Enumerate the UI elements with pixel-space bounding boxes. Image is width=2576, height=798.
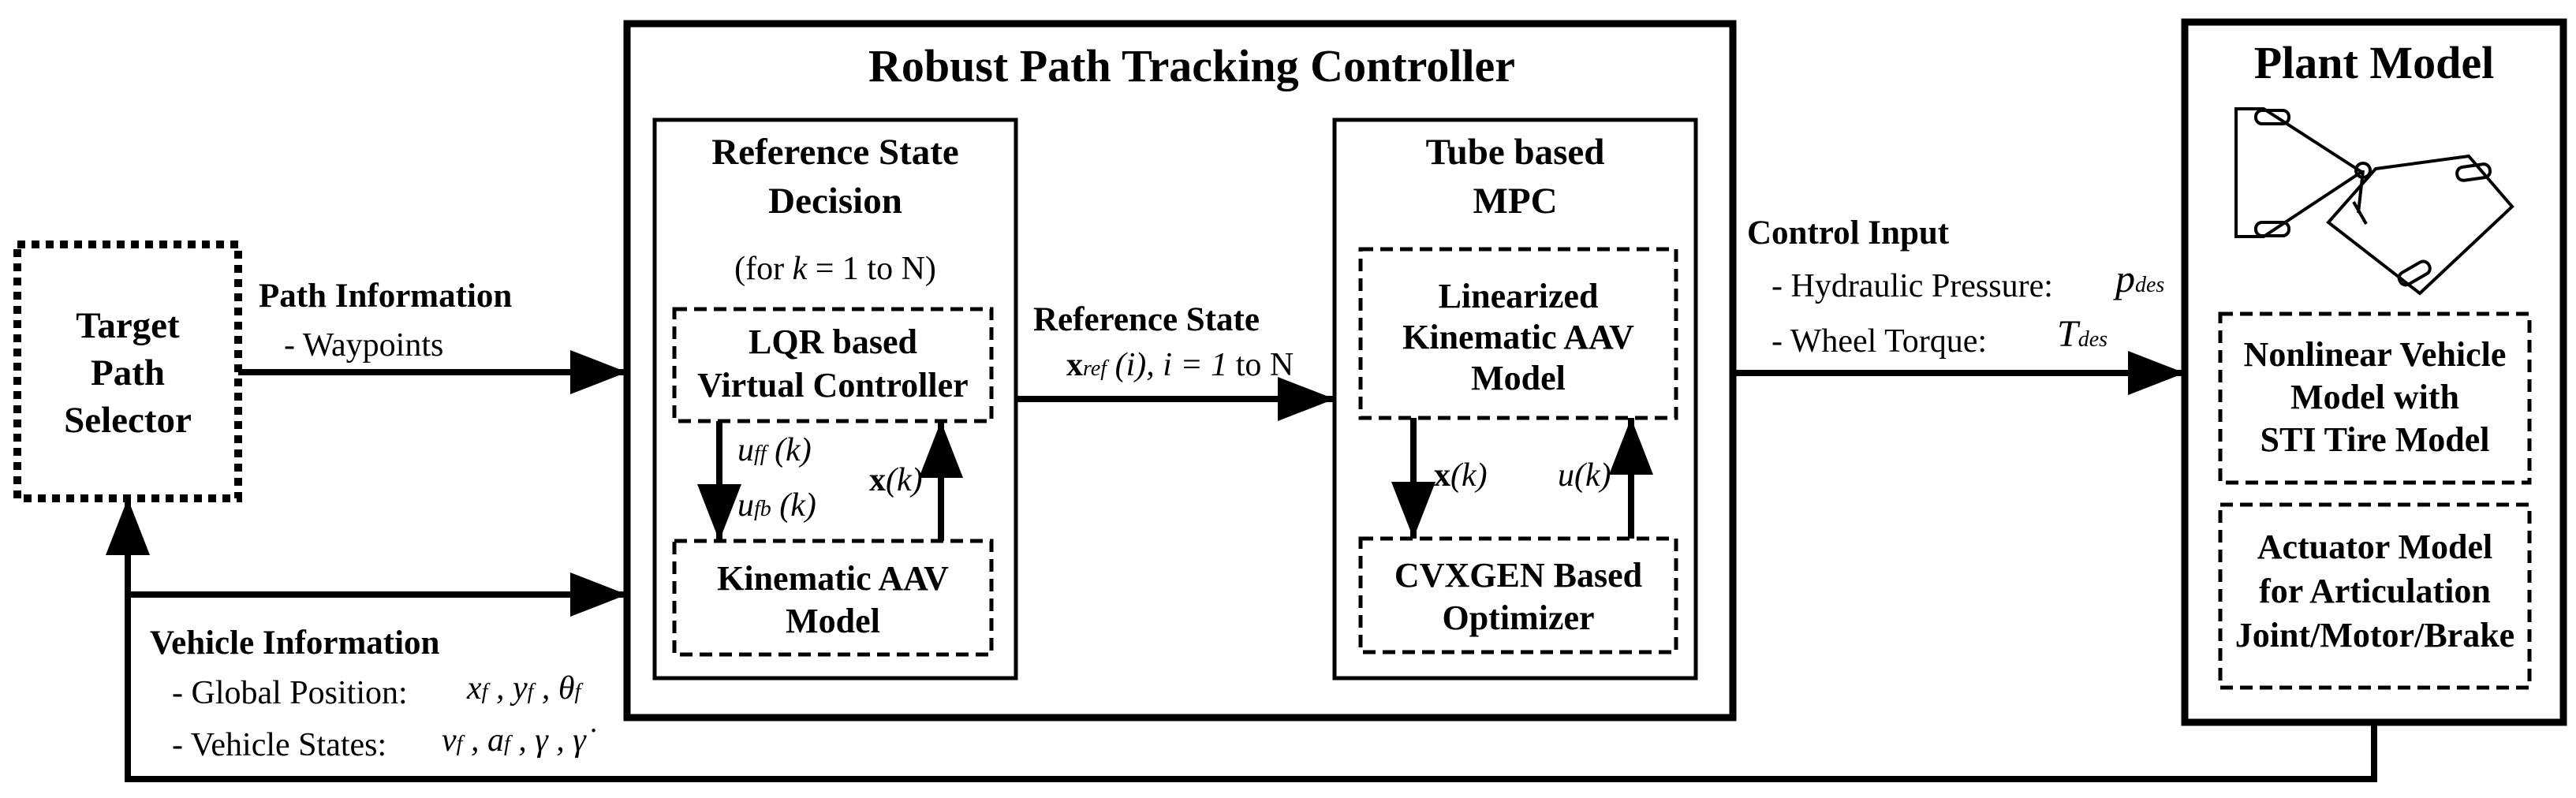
kinematic-aav-line1: Kinematic AAV xyxy=(717,559,949,598)
u-k-label: u(k) xyxy=(1558,457,1611,494)
kinematic-aav-box xyxy=(672,539,994,657)
actuator-line1: Actuator Model xyxy=(2257,528,2493,566)
global-position-label: - Global Position: xyxy=(172,675,408,711)
cvxgen-line2: Optimizer xyxy=(1442,598,1595,637)
wheel-torque-symbol: Tdes xyxy=(2057,313,2108,355)
plant-title: Plant Model xyxy=(2253,37,2495,88)
vehicle-states-symbols: vf , af , γ , γ̇ xyxy=(442,722,586,759)
nonlinear-line3: STI Tire Model xyxy=(2260,420,2490,459)
target-selector-line1: Target xyxy=(76,305,180,346)
cvxgen-line1: CVXGEN Based xyxy=(1394,556,1643,595)
lqr-box xyxy=(672,307,994,423)
controller-title: Robust Path Tracking Controller xyxy=(868,40,1516,91)
actuator-model-box xyxy=(2218,502,2532,690)
lqr-line1: LQR based xyxy=(749,323,917,361)
path-info-title: Path Information xyxy=(259,278,513,315)
nonlinear-line2: Model with xyxy=(2290,378,2459,416)
vehicle-info-title: Vehicle Information xyxy=(150,625,440,662)
actuator-line2: for Articulation xyxy=(2259,572,2491,610)
u-fb-label: ufb (k) xyxy=(737,487,816,524)
reference-decision-loop: (for k = 1 to N) xyxy=(734,251,936,287)
x-k-label-right: x(k) xyxy=(1434,457,1488,494)
articulated-vehicle-icon xyxy=(2234,107,2514,296)
hydraulic-pressure-symbol: pdes xyxy=(2115,256,2165,300)
nonlinear-vehicle-box xyxy=(2218,311,2532,485)
tube-mpc-line1: Tube based xyxy=(1425,132,1605,173)
reference-decision-line2: Decision xyxy=(768,181,902,222)
linearized-line3: Model xyxy=(1471,359,1566,397)
hydraulic-pressure-label: - Hydraulic Pressure: xyxy=(1771,268,2053,304)
target-selector-line2: Path xyxy=(91,352,165,393)
vehicle-states-label: - Vehicle States: xyxy=(172,727,387,763)
reference-decision-line1: Reference State xyxy=(711,132,959,173)
tube-mpc-line2: MPC xyxy=(1473,181,1558,222)
linearized-model-box xyxy=(1358,247,1678,420)
reference-state-symbol: xref (i), i = 1 to N xyxy=(1066,347,1294,383)
global-position-symbols: xf , yf , θf xyxy=(467,670,581,707)
x-k-label-left: x(k) xyxy=(869,462,923,498)
control-input-title: Control Input xyxy=(1747,214,1950,252)
target-selector-line3: Selector xyxy=(64,400,192,441)
linearized-line2: Kinematic AAV xyxy=(1402,318,1634,356)
nonlinear-line1: Nonlinear Vehicle xyxy=(2243,335,2507,374)
lqr-line2: Virtual Controller xyxy=(697,366,969,405)
kinematic-aav-line2: Model xyxy=(786,602,880,640)
feedback-line xyxy=(106,498,2377,782)
path-info-waypoints: - Waypoints xyxy=(284,327,444,364)
reference-state-title: Reference State xyxy=(1033,301,1260,338)
u-ff-label: uff (k) xyxy=(737,432,812,468)
linearized-line1: Linearized xyxy=(1438,277,1599,315)
wheel-torque-label: - Wheel Torque: xyxy=(1771,323,1988,360)
cvxgen-box xyxy=(1358,536,1678,654)
actuator-line3: Joint/Motor/Brake xyxy=(2234,616,2515,654)
